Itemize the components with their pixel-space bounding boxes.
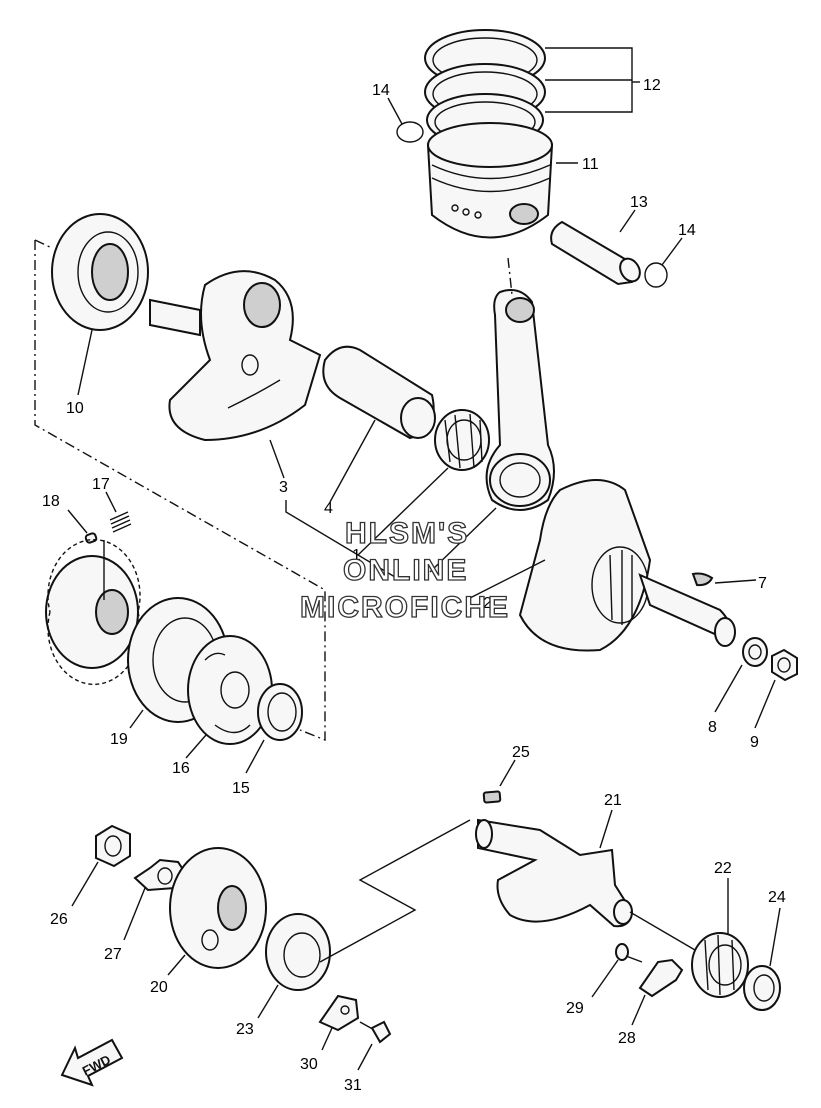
callout-14: 14 bbox=[678, 222, 696, 239]
retaining-plate[interactable] bbox=[638, 958, 684, 998]
callout-26: 26 bbox=[50, 911, 68, 928]
callout-28: 28 bbox=[618, 1030, 636, 1047]
callout-2: 2 bbox=[483, 595, 492, 612]
thrust-washer[interactable] bbox=[257, 683, 303, 741]
callout-18: 18 bbox=[42, 493, 60, 510]
callout-10: 10 bbox=[66, 400, 84, 417]
crank-pin[interactable] bbox=[322, 345, 436, 440]
washer[interactable] bbox=[742, 637, 768, 667]
callout-14: 14 bbox=[372, 82, 390, 99]
callout-27: 27 bbox=[104, 946, 122, 963]
oil-seal[interactable] bbox=[743, 965, 781, 1011]
balancer-shaft[interactable] bbox=[475, 818, 634, 928]
piston-pin-clip-left[interactable] bbox=[396, 121, 424, 143]
callout-17: 17 bbox=[92, 476, 110, 493]
balancer-nut[interactable] bbox=[95, 824, 131, 868]
main-bearing-left[interactable] bbox=[51, 213, 149, 331]
callout-8: 8 bbox=[708, 719, 717, 736]
callout-1: 1 bbox=[352, 547, 361, 564]
balancer-driven-gear[interactable] bbox=[169, 847, 267, 969]
fwd-arrow-icon: FWD bbox=[60, 1038, 124, 1087]
connecting-rod[interactable] bbox=[485, 289, 555, 511]
piston[interactable] bbox=[426, 122, 554, 239]
balancer-key[interactable] bbox=[482, 790, 502, 804]
callout-21: 21 bbox=[604, 792, 622, 809]
needle-bearing[interactable] bbox=[434, 409, 490, 471]
watermark: HLSM'S ONLINE MICROFICHE bbox=[299, 516, 510, 624]
needle-bearing-balancer[interactable] bbox=[691, 932, 749, 998]
callout-labels: 12 11 14 13 14 10 3 4 1 2 7 8 9 18 17 19… bbox=[42, 77, 786, 1094]
callout-31: 31 bbox=[344, 1077, 362, 1094]
spring[interactable] bbox=[109, 511, 132, 533]
callout-25: 25 bbox=[512, 744, 530, 761]
callout-12: 12 bbox=[643, 77, 661, 94]
callout-7: 7 bbox=[758, 575, 767, 592]
dowel-pin[interactable] bbox=[84, 532, 98, 544]
woodruff-key[interactable] bbox=[691, 572, 714, 587]
balancer-bearing-left[interactable] bbox=[265, 913, 331, 991]
piston-pin-clip-right[interactable] bbox=[644, 262, 668, 288]
callout-3: 3 bbox=[279, 479, 288, 496]
screw[interactable] bbox=[615, 943, 643, 963]
callout-4: 4 bbox=[324, 500, 333, 517]
bolt[interactable] bbox=[359, 1020, 392, 1044]
callout-15: 15 bbox=[232, 780, 250, 797]
crank-wheel-right[interactable] bbox=[518, 479, 736, 652]
callout-20: 20 bbox=[150, 979, 168, 996]
callout-24: 24 bbox=[768, 889, 786, 906]
crank-wheel-left[interactable] bbox=[149, 270, 322, 442]
watermark-line-2: ONLINE bbox=[343, 554, 468, 587]
callout-29: 29 bbox=[566, 1000, 584, 1017]
callout-13: 13 bbox=[630, 194, 648, 211]
watermark-line-3: MICROFICHE bbox=[300, 591, 510, 624]
callout-23: 23 bbox=[236, 1021, 254, 1038]
watermark-line-1: HLSM'S bbox=[345, 517, 469, 550]
callout-22: 22 bbox=[714, 860, 732, 877]
leader-lines bbox=[34, 47, 781, 1071]
primary-gear[interactable] bbox=[45, 538, 141, 686]
callout-30: 30 bbox=[300, 1056, 318, 1073]
piston-pin[interactable] bbox=[550, 220, 644, 286]
drive-plate[interactable] bbox=[187, 635, 273, 745]
callout-9: 9 bbox=[750, 734, 759, 751]
callout-11: 11 bbox=[582, 156, 599, 173]
nut[interactable] bbox=[771, 648, 798, 682]
stopper-plate[interactable] bbox=[318, 994, 360, 1032]
callout-19: 19 bbox=[110, 731, 128, 748]
callout-16: 16 bbox=[172, 760, 190, 777]
